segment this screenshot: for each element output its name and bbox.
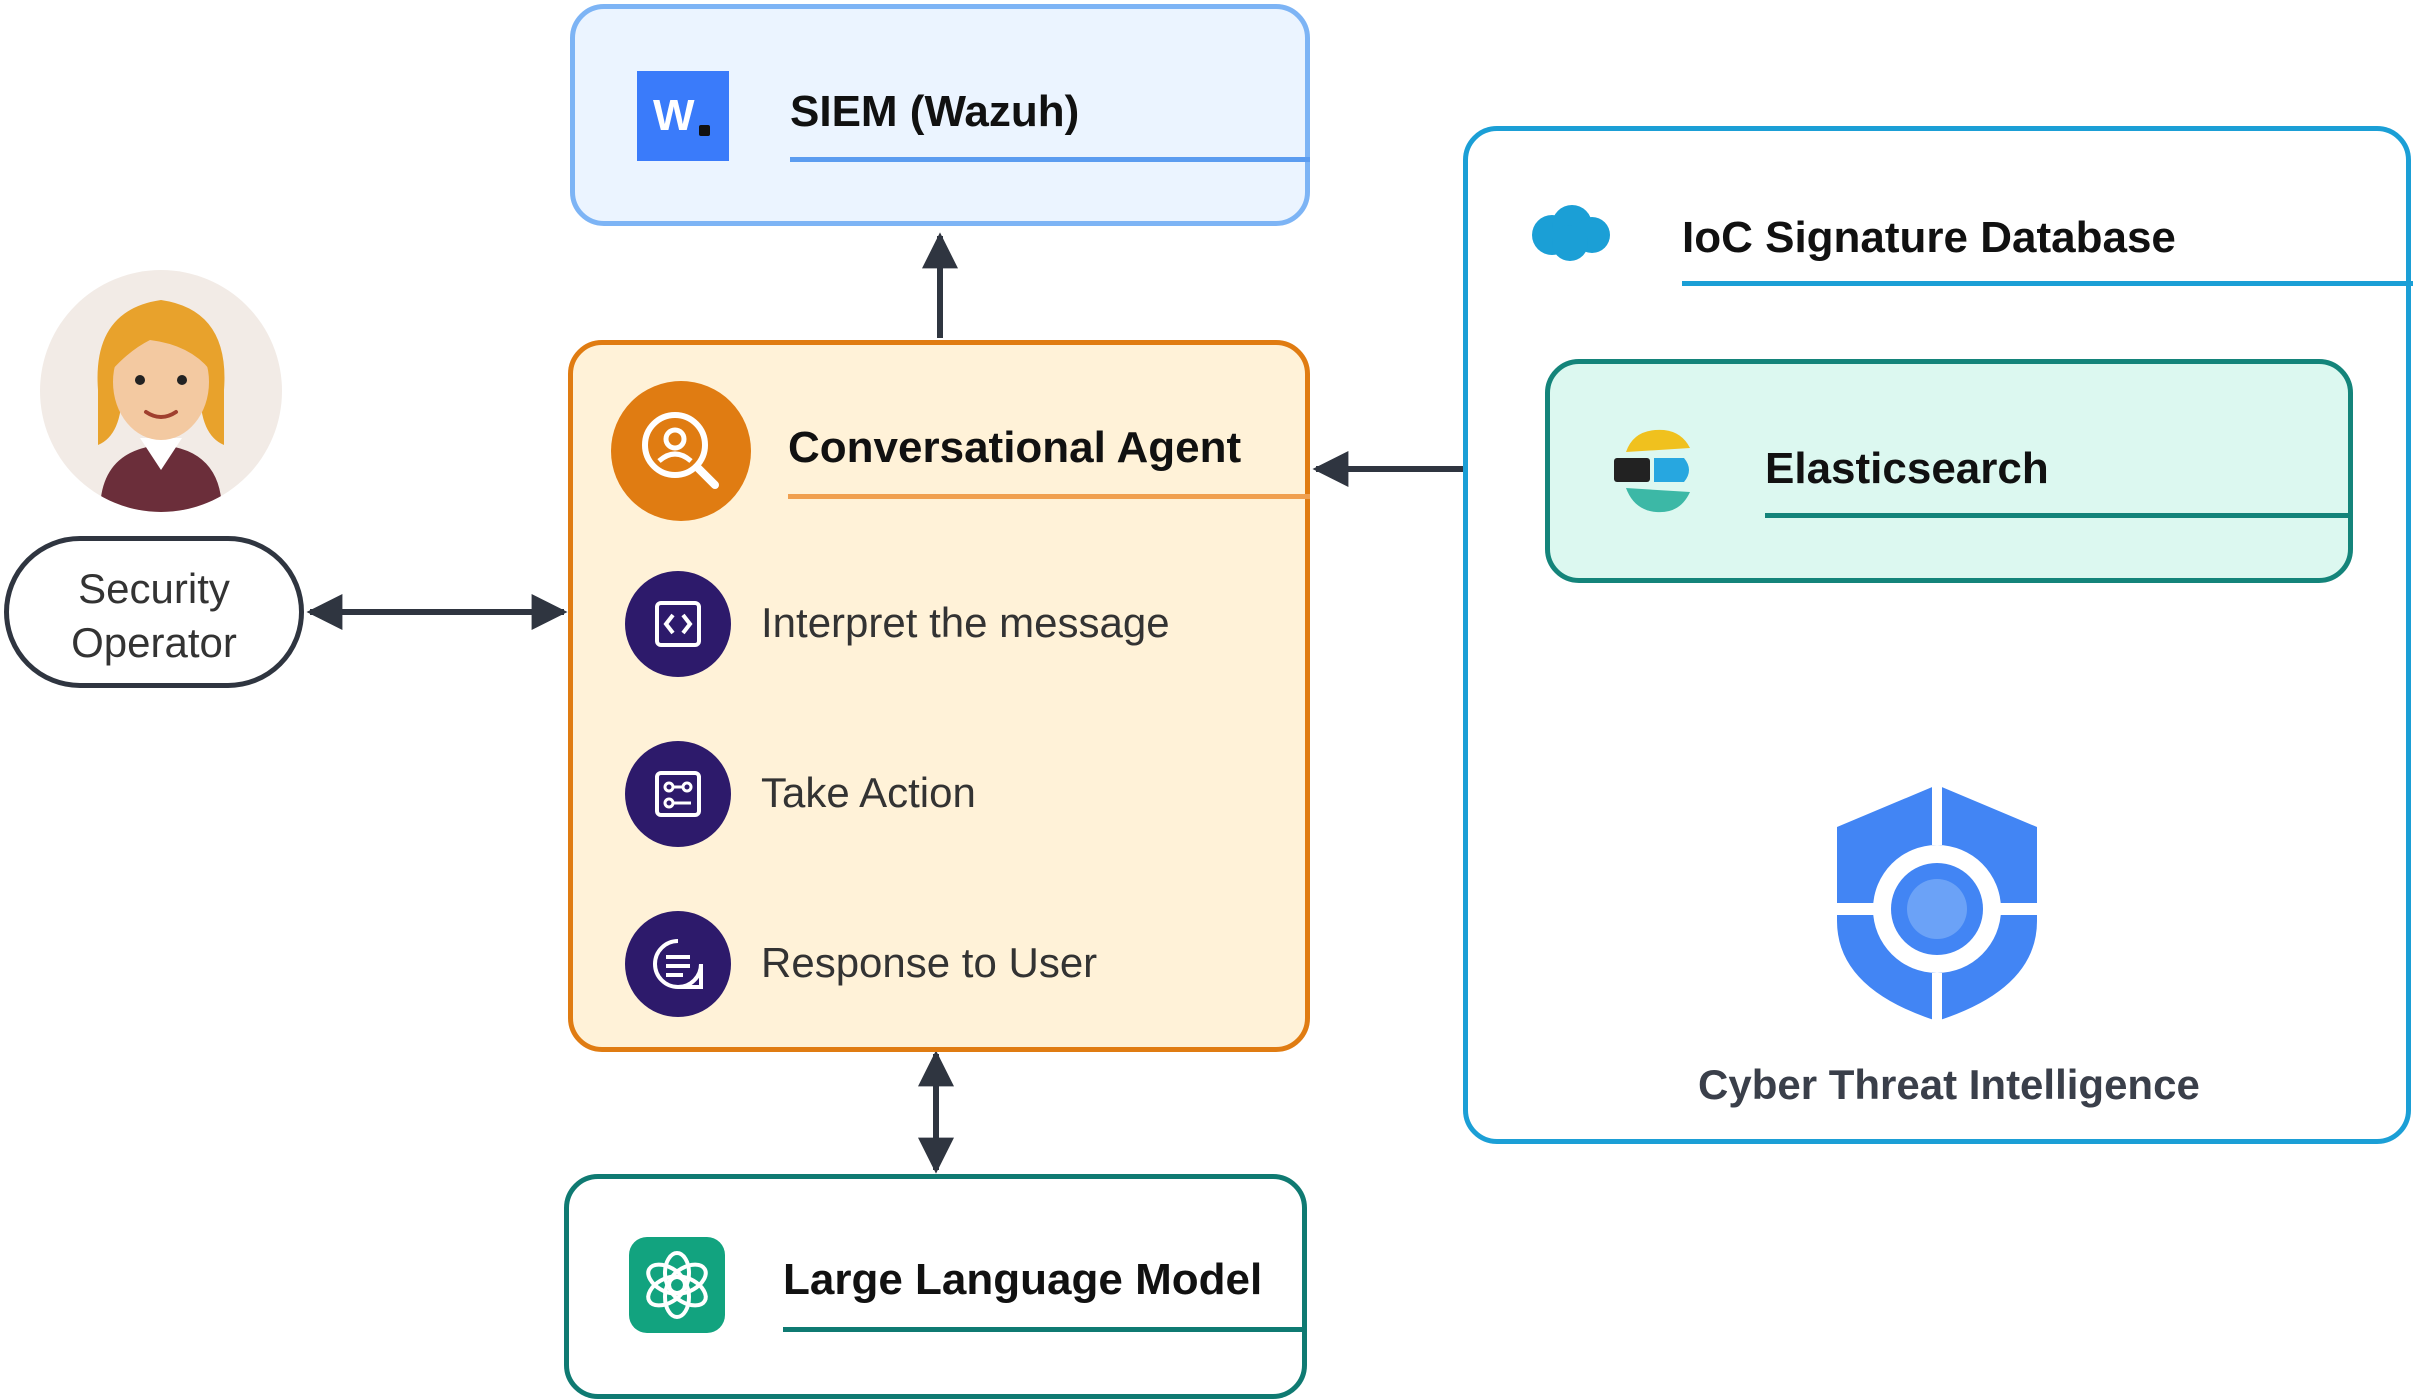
- ioc-title: IoC Signature Database: [1682, 213, 2176, 262]
- chat-icon: [625, 911, 731, 1017]
- elasticsearch-box: Elasticsearch: [1545, 359, 2353, 583]
- agent-search-icon: [611, 381, 751, 521]
- code-brackets-icon: [625, 571, 731, 677]
- elasticsearch-underline: [1765, 513, 2350, 518]
- cti-label: Cyber Threat Intelligence: [1698, 1061, 2200, 1108]
- step-take-action-label: Take Action: [761, 769, 976, 816]
- llm-box: Large Language Model: [564, 1174, 1307, 1399]
- agent-title: Conversational Agent: [788, 423, 1242, 472]
- openai-logo-icon: [629, 1237, 725, 1333]
- llm-title: Large Language Model: [783, 1255, 1263, 1304]
- llm-underline: [783, 1327, 1307, 1332]
- elasticsearch-logo-icon: [1614, 426, 1694, 516]
- security-operator-node: Security Operator: [4, 536, 304, 688]
- siem-box: W SIEM (Wazuh): [570, 4, 1310, 226]
- ioc-database-box: IoC Signature Database Elasticsearch: [1463, 126, 2413, 1144]
- operator-label-line1: Security: [78, 565, 230, 612]
- wazuh-logo-icon: W: [637, 71, 729, 161]
- ioc-underline: [1682, 281, 2413, 286]
- workflow-icon: [625, 741, 731, 847]
- conversational-agent-box: Conversational Agent Interpret the messa…: [568, 340, 1310, 1052]
- cloud-icon: [1526, 201, 1616, 265]
- avatar: [40, 270, 282, 512]
- agent-underline: [788, 494, 1310, 499]
- step-interpret-label: Interpret the message: [761, 599, 1170, 646]
- elasticsearch-title: Elasticsearch: [1765, 444, 2049, 493]
- siem-title: SIEM (Wazuh): [790, 87, 1080, 136]
- operator-label-line2: Operator: [71, 619, 237, 666]
- shield-icon: [1832, 781, 2042, 1025]
- operator-avatar-icon: [97, 300, 225, 512]
- step-response-label: Response to User: [761, 939, 1098, 986]
- siem-underline: [790, 157, 1310, 162]
